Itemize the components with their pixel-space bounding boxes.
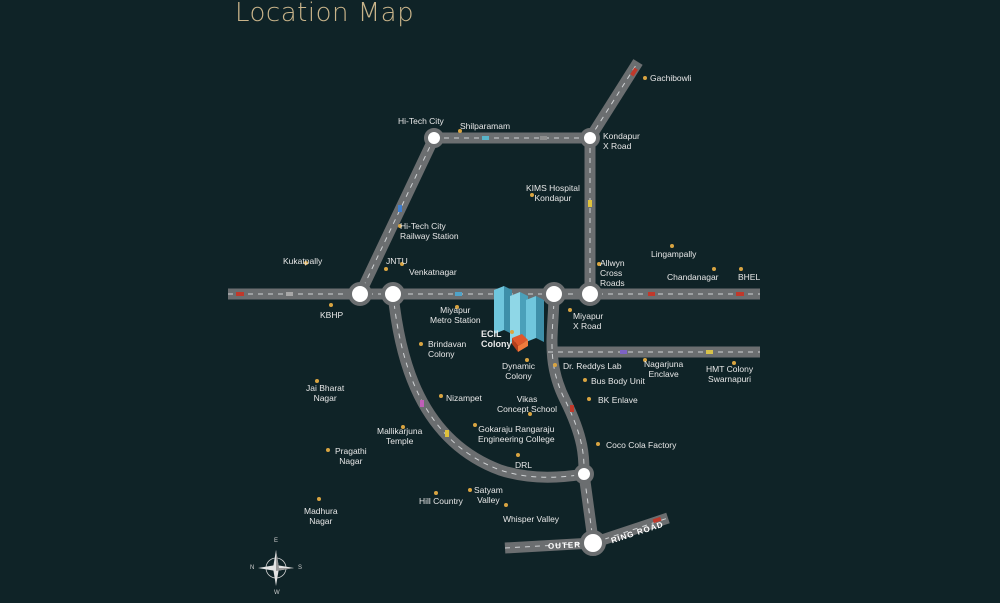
junction-jntu bbox=[381, 282, 405, 306]
label-hitech-city: Hi-Tech City bbox=[398, 116, 444, 126]
compass-w: W bbox=[274, 590, 280, 596]
junctions bbox=[348, 128, 606, 556]
compass-s: S bbox=[298, 565, 303, 571]
label-venkatnagar: Venkatnagar bbox=[409, 267, 457, 277]
label-coco-cola: Coco Cola Factory bbox=[606, 440, 677, 450]
label-nizampet: Nizampet bbox=[446, 393, 482, 403]
label-jntu: JNTU bbox=[386, 256, 408, 266]
label-miyapur-x-road: Miyapur X Road bbox=[573, 311, 604, 331]
label-satyam: Satyam Valley bbox=[474, 485, 503, 505]
label-jai-bharat: Jai Bharat Nagar bbox=[306, 383, 345, 403]
label-dynamic-colony: Dynamic Colony bbox=[502, 361, 536, 381]
label-ecil-colony: ECIL Colony bbox=[481, 329, 512, 349]
compass-e: E bbox=[274, 538, 279, 544]
label-bus-body: Bus Body Unit bbox=[591, 376, 645, 386]
label-mallikarjuna: Mallikarjuna Temple bbox=[377, 426, 423, 446]
label-hill-country: Hill Country bbox=[419, 496, 463, 506]
label-shilparamam: Shilparamam bbox=[460, 121, 511, 131]
junction-hitech bbox=[424, 128, 444, 148]
junction-outer-ring bbox=[580, 530, 606, 556]
label-kondapur-x-road: Kondapur X Road bbox=[603, 131, 640, 151]
label-whisper-valley: Whisper Valley bbox=[503, 514, 560, 524]
label-drl: DRL bbox=[515, 460, 533, 470]
label-vikas: Vikas Concept School bbox=[497, 394, 558, 414]
label-nagarjuna: Nagarjuna Enclave bbox=[644, 359, 684, 379]
label-dr-reddys: Dr. Reddys Lab bbox=[563, 361, 622, 371]
label-kukatpally: Kukatpally bbox=[283, 256, 323, 266]
label-kbhp: KBHP bbox=[320, 310, 344, 320]
junction-drl bbox=[574, 464, 594, 484]
vehicles bbox=[236, 67, 744, 524]
compass-rose-icon: E N S W bbox=[250, 538, 302, 598]
compass-n: N bbox=[250, 565, 255, 571]
label-kims-hospital: KIMS Hospital Kondapur bbox=[526, 183, 580, 203]
label-bk-enlave: BK Enlave bbox=[598, 395, 638, 405]
label-hmt-colony: HMT Colony Swarnapuri bbox=[706, 364, 754, 384]
label-lingampally: Lingampally bbox=[651, 249, 697, 259]
junction-miyapur bbox=[542, 282, 566, 306]
page-title: Location Map bbox=[235, 0, 415, 28]
label-allwyn: Allwyn Cross Roads bbox=[600, 258, 625, 288]
junction-kondapur bbox=[580, 128, 600, 148]
label-miyapur-metro: Miyapur Metro Station bbox=[430, 305, 481, 325]
label-pragathi: Pragathi Nagar bbox=[335, 446, 367, 466]
label-gachibowli: Gachibowli bbox=[650, 73, 692, 83]
label-chandanagar: Chandanagar bbox=[667, 272, 719, 282]
outer-ring-road-label-a: OUTER bbox=[547, 540, 582, 551]
place-dots bbox=[304, 76, 743, 507]
project-building-icon[interactable] bbox=[494, 286, 544, 352]
label-brindavan: Brindavan Colony bbox=[428, 339, 467, 359]
label-gokaraju: Gokaraju Rangaraju Engineering College bbox=[478, 424, 555, 444]
junction-allwyn bbox=[578, 282, 602, 306]
label-hitech-railway: Hi-Tech City Railway Station bbox=[400, 221, 459, 241]
junction-kbhp bbox=[348, 282, 372, 306]
label-bhel: BHEL bbox=[738, 272, 761, 282]
label-madhura: Madhura Nagar bbox=[304, 506, 338, 526]
